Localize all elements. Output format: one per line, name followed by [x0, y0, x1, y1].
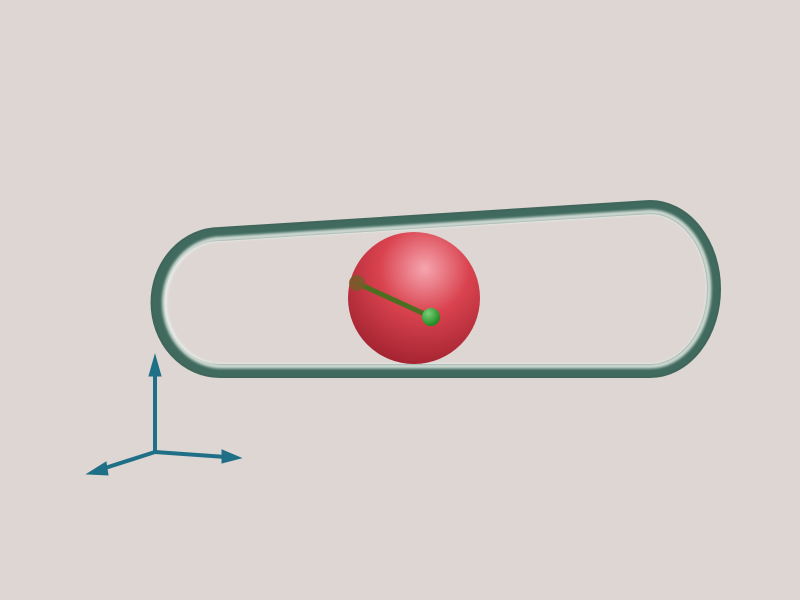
axis-left-arrowhead [85, 461, 109, 476]
dumbbell-bead-right [422, 308, 440, 326]
axis-right-arrowhead [221, 449, 243, 464]
capsule-tube [150, 200, 721, 378]
red-sphere [348, 232, 480, 364]
axis-up-arrowhead [148, 353, 162, 377]
dumbbell-rod [354, 280, 434, 320]
dumbbell-bead-left [349, 275, 365, 291]
axis-triad-icon [85, 353, 243, 476]
dumbbell [349, 275, 440, 326]
